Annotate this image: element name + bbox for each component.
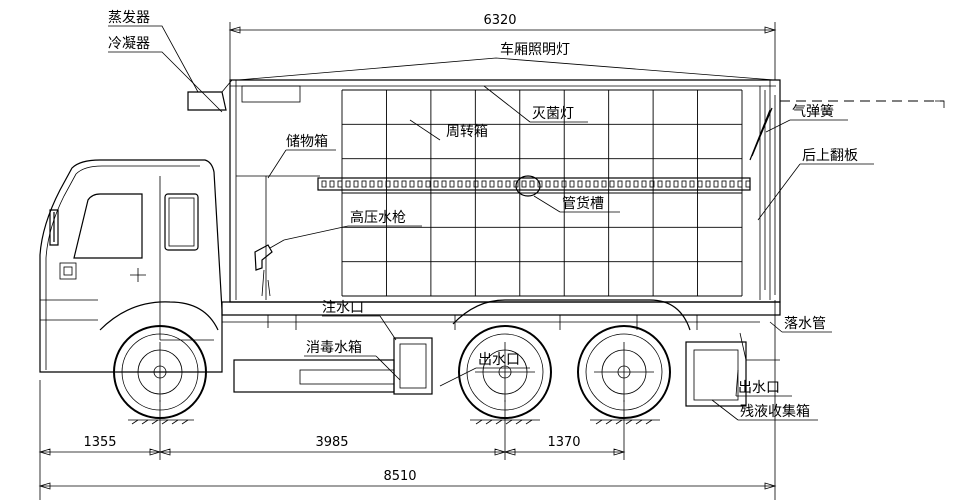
label-pipe-slot: 管货槽 (562, 195, 604, 212)
gas-spring-icon (749, 107, 773, 161)
label-residue-tank: 残液收集箱 (740, 403, 810, 420)
label-drain-pipe: 落水管 (784, 316, 826, 332)
dim-rear-axle-spacing: 1370 (547, 435, 580, 450)
label-disinfect-tank: 消毒水箱 (306, 340, 362, 356)
label-water-outlet-rear: 出水口 (738, 380, 780, 396)
label-evaporator: 蒸发器 (108, 10, 150, 26)
label-water-gun: 高压水枪 (350, 209, 406, 226)
cab (39, 159, 223, 373)
dim-overall-length: 8510 (383, 469, 416, 484)
leader-lines (108, 25, 874, 421)
turnover-box-grid (341, 89, 743, 297)
label-condenser: 冷凝器 (108, 36, 150, 52)
label-water-inlet: 注水口 (322, 300, 364, 316)
label-storage-box: 储物箱 (286, 134, 328, 150)
label-sterilizing-lamp: 灭菌灯 (532, 106, 574, 122)
label-gas-spring: 气弹簧 (792, 104, 834, 120)
chassis (99, 299, 781, 407)
dim-front-overhang: 1355 (83, 435, 116, 450)
pipe-slot-rail (317, 175, 751, 197)
ground-marks (128, 419, 660, 425)
dimension-lines (38, 22, 777, 500)
label-rear-flap: 后上翻板 (802, 148, 858, 164)
dim-body-length: 6320 (483, 13, 516, 28)
label-water-outlet-mid: 出水口 (478, 352, 520, 368)
label-cabin-light: 车厢照明灯 (500, 41, 570, 58)
label-turnover-box: 周转箱 (446, 124, 488, 140)
dim-wheelbase: 3985 (315, 435, 348, 450)
water-gun-icon (254, 239, 285, 297)
